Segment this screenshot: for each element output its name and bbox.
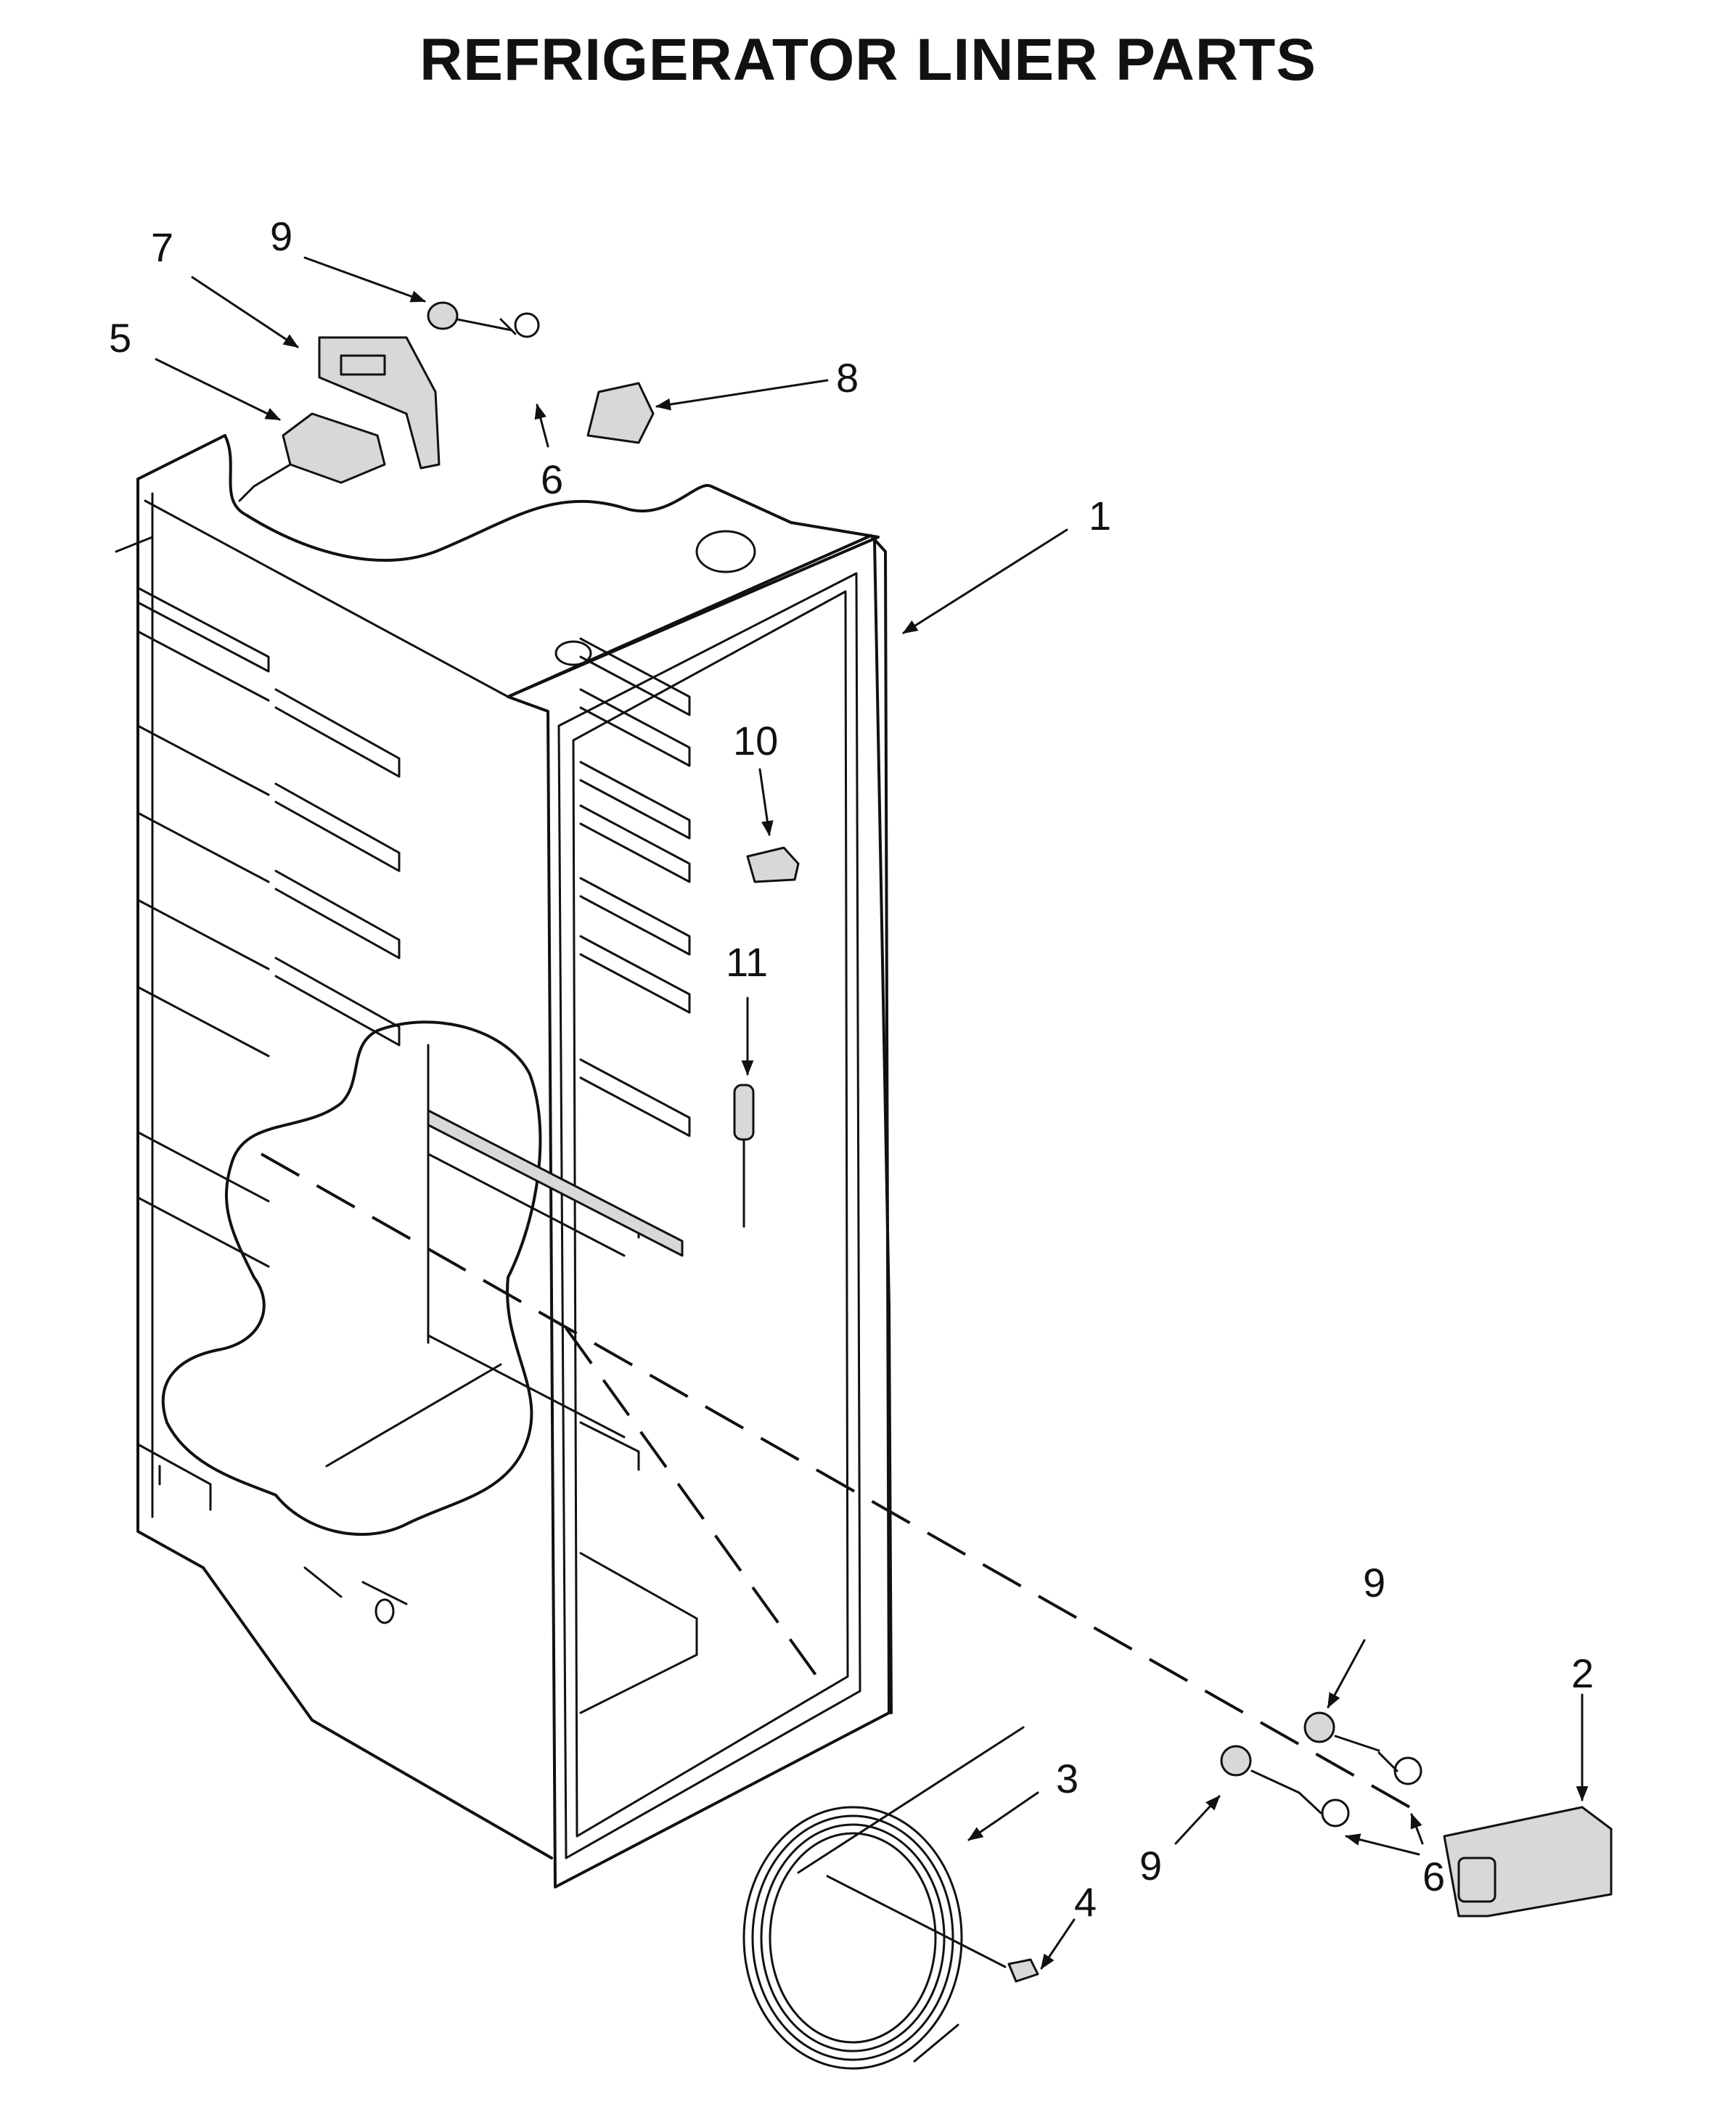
lamp-housing-part-2 — [1443, 1806, 1613, 1918]
clip-part-10 — [746, 846, 800, 883]
bulb-socket-lower — [1220, 1711, 1422, 1828]
screw-part-4 — [826, 1875, 1039, 1983]
callout-3: 3 — [1056, 1756, 1078, 1801]
callout-6-top: 6 — [541, 457, 563, 502]
shelf-rails-left — [136, 586, 401, 1511]
cover-part-8 — [586, 382, 655, 444]
control-housing-part-5 — [238, 412, 386, 502]
callout-8: 8 — [836, 355, 859, 401]
leader-dashed-lower — [565, 1327, 829, 1693]
callout-9-right: 9 — [1363, 1560, 1385, 1605]
coiled-tube-part-3 — [742, 1726, 1025, 2070]
callout-6-lower: 6 — [1422, 1854, 1445, 1899]
refrigerator-liner — [136, 434, 893, 1888]
callout-11: 11 — [726, 939, 768, 985]
callout-2: 2 — [1571, 1650, 1594, 1696]
callout-7: 7 — [151, 224, 173, 270]
diagram-title: REFRIGERATOR LINER PARTS — [419, 27, 1317, 93]
leader-dashed-upper — [261, 1153, 1423, 1816]
leader-arrows — [115, 256, 1589, 1970]
callout-9-top: 9 — [270, 213, 292, 259]
bracket-part-7 — [318, 336, 441, 470]
callout-4: 4 — [1074, 1879, 1097, 1925]
callout-5: 5 — [109, 315, 131, 361]
callout-10: 10 — [733, 718, 778, 764]
callout-1: 1 — [1089, 493, 1111, 539]
sensor-part-11 — [733, 1084, 755, 1228]
bulb-socket-top — [427, 301, 540, 338]
callout-9-lower: 9 — [1139, 1843, 1162, 1888]
